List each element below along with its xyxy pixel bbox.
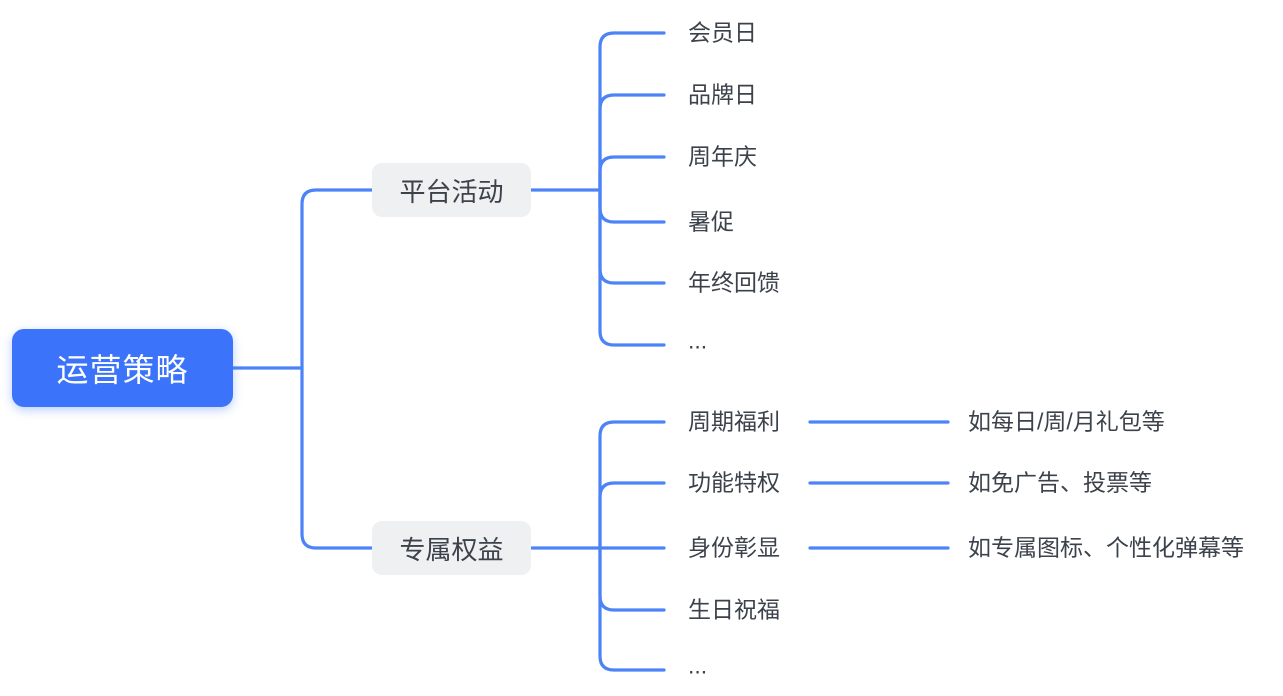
leaf-node-member-day[interactable]: 会员日: [688, 19, 757, 46]
branch-node-exclusive-benefits[interactable]: 专属权益: [372, 521, 531, 575]
leaf-node-periodic-benefits[interactable]: 周期福利: [688, 408, 780, 435]
root-node-operation-strategy[interactable]: 运营策略: [12, 329, 233, 407]
leaf-node-anniversary[interactable]: 周年庆: [688, 143, 757, 170]
benefit-child-link: [598, 481, 666, 550]
leaf-node-platform-ellipsis[interactable]: ...: [688, 327, 708, 354]
leaf-node-feature-privileges[interactable]: 功能特权: [688, 469, 780, 496]
note-node-periodic-benefits[interactable]: 如每日/周/月礼包等: [968, 408, 1165, 435]
benefit-child-link: [598, 546, 666, 672]
branch-node-platform-activities[interactable]: 平台活动: [372, 163, 531, 217]
leaf-node-year-end-rewards[interactable]: 年终回馈: [688, 269, 780, 296]
platform-child-link: [598, 155, 666, 192]
platform-child-link: [598, 188, 666, 224]
leaf-node-birthday-wishes[interactable]: 生日祝福: [688, 596, 780, 623]
platform-child-link: [598, 188, 666, 285]
platform-child-link: [598, 31, 666, 192]
leaf-node-benefit-ellipsis[interactable]: ...: [688, 652, 708, 679]
leaf-node-brand-day[interactable]: 品牌日: [688, 81, 757, 108]
platform-child-link: [598, 93, 666, 192]
note-node-feature-privileges[interactable]: 如免广告、投票等: [968, 469, 1152, 496]
branch-trunk: [300, 188, 374, 550]
note-node-identity-display[interactable]: 如专属图标、个性化弹幕等: [968, 534, 1244, 561]
platform-child-link: [598, 188, 666, 347]
leaf-node-summer-sale[interactable]: 暑促: [688, 208, 734, 235]
benefit-child-link: [598, 420, 666, 550]
leaf-node-identity-display[interactable]: 身份彰显: [688, 534, 780, 561]
benefit-child-link: [598, 546, 666, 612]
